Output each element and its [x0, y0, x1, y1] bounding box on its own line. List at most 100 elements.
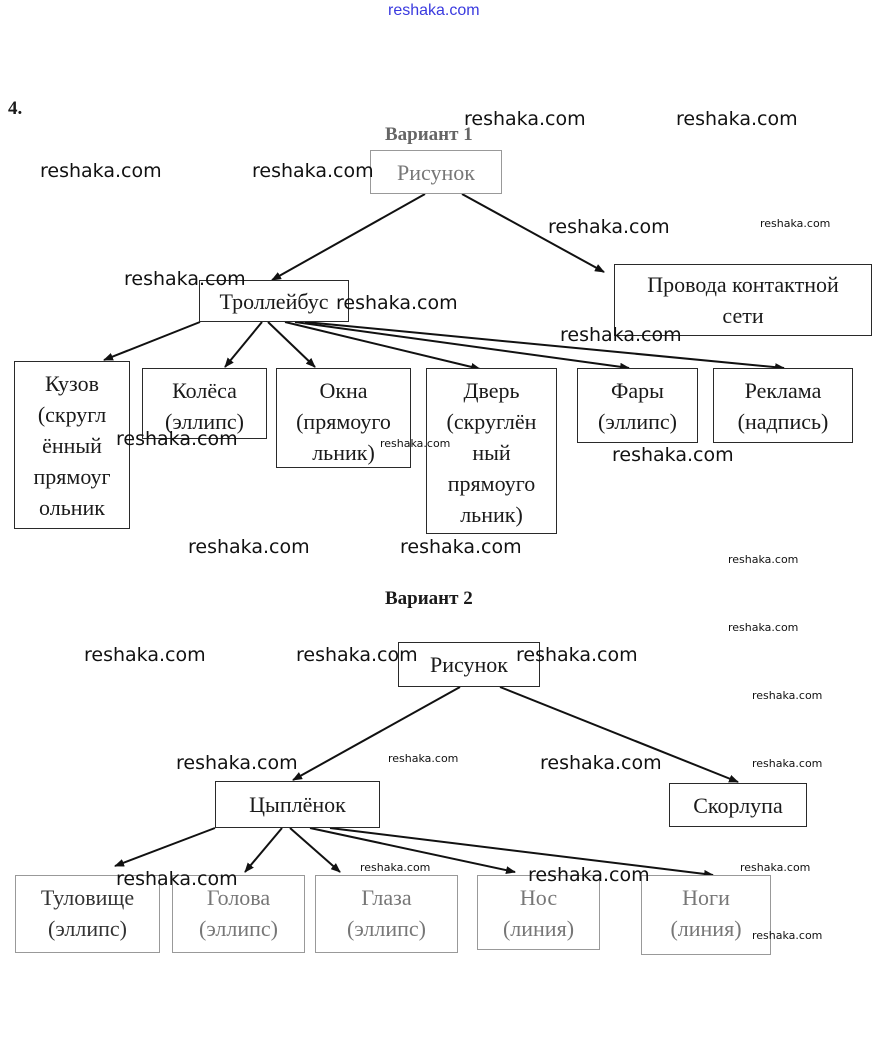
node-label: (эллипс)	[598, 409, 677, 434]
watermark: reshaka.com	[400, 536, 522, 558]
node-label: Провода контактной	[647, 272, 839, 297]
edge-root-trolleybus	[271, 193, 426, 281]
v2-node-nose: Нос (линия)	[477, 875, 600, 950]
watermark: reshaka.com	[752, 757, 823, 770]
node-label: Троллейбус	[219, 288, 329, 314]
v2-node-eyes: Глаза (эллипс)	[315, 875, 458, 953]
node-label: ольник	[39, 495, 105, 520]
edge-root-wires	[461, 193, 605, 273]
watermark: reshaka.com	[116, 868, 238, 890]
v1-node-wheels: Колёса (эллипс)	[142, 368, 267, 439]
node-label: Голова	[206, 885, 271, 910]
node-label: (надпись)	[737, 409, 829, 434]
v1-node-trolleybus: Троллейбус	[199, 280, 349, 322]
watermark: reshaka.com	[760, 217, 831, 230]
node-label: Нос	[519, 885, 558, 910]
v1-node-body: Кузов (скругл ённый прямоуг ольник	[14, 361, 130, 529]
edge-trolleybus-wheels	[224, 321, 263, 368]
v2-node-shell: Скорлупа	[669, 783, 807, 827]
node-label: Кузов	[45, 371, 99, 396]
edge-chick-nose	[309, 827, 516, 875]
site-header-link[interactable]: reshaka.com	[388, 2, 480, 19]
watermark: reshaka.com	[388, 752, 459, 765]
v1-node-contact-wires: Провода контактной сети	[614, 264, 872, 336]
variant2-title: Вариант 2	[385, 588, 473, 609]
node-label: (скругл	[37, 402, 107, 427]
watermark: reshaka.com	[124, 268, 246, 290]
v2-node-torso: Туловище (эллипс)	[15, 875, 160, 953]
watermark: reshaka.com	[84, 644, 206, 666]
v1-node-advertising: Реклама (надпись)	[713, 368, 853, 443]
watermark: reshaka.com	[116, 428, 238, 450]
node-label: льник)	[460, 502, 523, 527]
node-label: Фары	[611, 378, 664, 403]
watermark: reshaka.com	[728, 621, 799, 634]
watermark: reshaka.com	[296, 644, 418, 666]
edge-chick-torso	[114, 827, 216, 867]
node-label: прямоуго	[447, 471, 536, 496]
watermark: reshaka.com	[176, 752, 298, 774]
watermark: reshaka.com	[252, 160, 374, 182]
v1-root-node: Рисунок	[370, 150, 502, 194]
v2-node-legs: Ноги (линия)	[641, 875, 771, 955]
edge-trolleybus-windows	[267, 321, 316, 368]
watermark: reshaka.com	[540, 752, 662, 774]
node-label: (эллипс)	[347, 916, 426, 941]
node-label: ный	[472, 440, 511, 465]
node-label: (эллипс)	[199, 916, 278, 941]
edge-root2-chick	[292, 686, 461, 781]
v1-node-windows: Окна (прямоуго льник)	[276, 368, 411, 468]
watermark: reshaka.com	[752, 929, 823, 942]
watermark: reshaka.com	[464, 108, 586, 130]
edge-trolleybus-door	[284, 321, 481, 371]
node-label: сети	[722, 303, 764, 328]
watermark: reshaka.com	[516, 644, 638, 666]
node-label: (прямоуго	[296, 409, 391, 434]
v1-node-headlights: Фары (эллипс)	[577, 368, 698, 443]
v2-root-node: Рисунок	[398, 642, 540, 687]
node-label: (скруглён	[446, 409, 537, 434]
node-label: льник)	[312, 440, 375, 465]
v2-node-chick: Цыплёнок	[215, 781, 380, 828]
watermark: reshaka.com	[40, 160, 162, 182]
watermark: reshaka.com	[360, 861, 431, 874]
node-label: (линия)	[670, 916, 742, 941]
node-label: (эллипс)	[165, 409, 244, 434]
node-label: Дверь	[463, 378, 520, 403]
node-label: Рисунок	[430, 652, 508, 677]
node-label: Цыплёнок	[249, 792, 346, 817]
variant1-title: Вариант 1	[385, 124, 473, 145]
v2-node-head: Голова (эллипс)	[172, 875, 305, 953]
node-label: ённый	[42, 433, 102, 458]
node-label: (эллипс)	[48, 916, 127, 941]
watermark: reshaka.com	[740, 861, 811, 874]
watermark: reshaka.com	[676, 108, 798, 130]
watermark: reshaka.com	[752, 689, 823, 702]
watermark: reshaka.com	[728, 553, 799, 566]
edge-trolleybus-ad	[304, 321, 785, 372]
node-label: Реклама	[744, 378, 822, 403]
watermark: reshaka.com	[560, 324, 682, 346]
edge-trolleybus-headlights	[294, 321, 630, 371]
node-label: Туловище	[40, 885, 135, 910]
edge-chick-eyes	[289, 827, 341, 873]
node-label: Рисунок	[397, 159, 475, 185]
watermark: reshaka.com	[612, 444, 734, 466]
node-label: Глаза	[361, 885, 412, 910]
node-label: Скорлупа	[693, 792, 783, 818]
watermark: reshaka.com	[548, 216, 670, 238]
watermark: reshaka.com	[188, 536, 310, 558]
edge-root2-shell	[499, 686, 739, 783]
v1-node-door: Дверь (скруглён ный прямоуго льник)	[426, 368, 557, 534]
node-label: (линия)	[502, 916, 575, 941]
node-label: Ноги	[682, 885, 730, 910]
edge-chick-head	[244, 827, 283, 873]
edge-chick-legs	[329, 827, 714, 878]
watermark: reshaka.com	[380, 437, 451, 450]
edge-trolleybus-body	[103, 321, 201, 361]
node-label: Колёса	[172, 378, 237, 403]
watermark: reshaka.com	[528, 864, 650, 886]
task-number: 4.	[8, 98, 23, 119]
node-label: прямоуг	[33, 464, 111, 489]
